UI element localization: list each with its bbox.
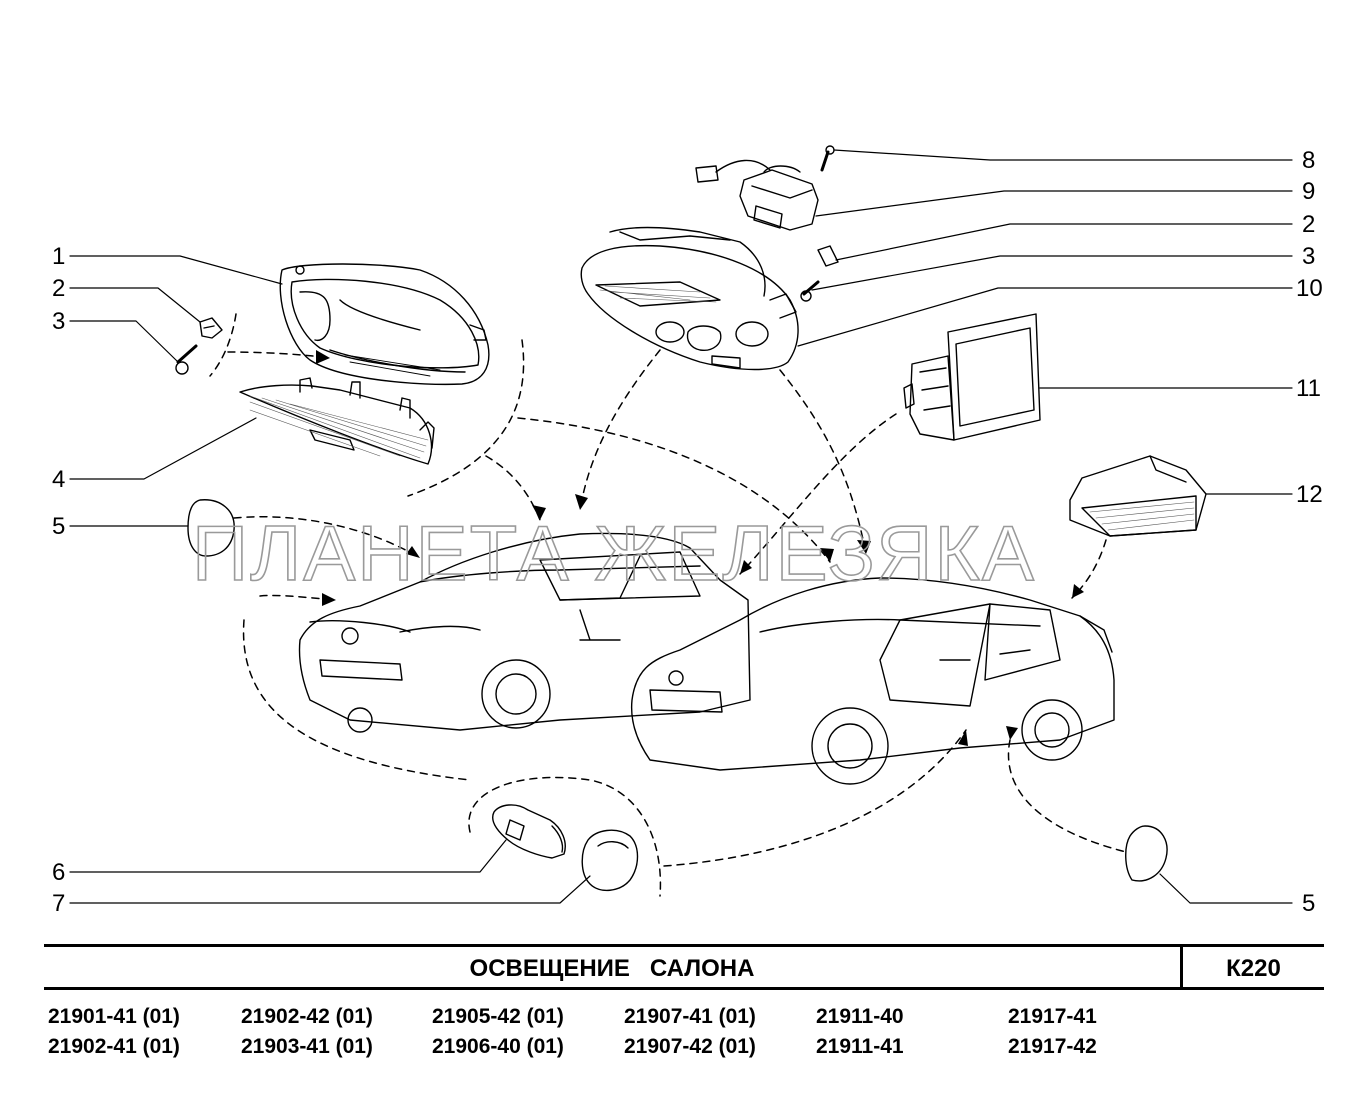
part-2-left-clip	[199, 317, 223, 339]
callout-10: 10	[1296, 275, 1323, 302]
title-block: ОСВЕЩЕНИЕ САЛОНА К220	[44, 944, 1324, 990]
callout-3-right: 3	[1302, 243, 1315, 270]
car-right	[630, 577, 1115, 785]
callout-2-left: 2	[52, 275, 65, 302]
callout-12: 12	[1296, 481, 1323, 508]
callout-8: 8	[1302, 147, 1315, 174]
callout-3-left: 3	[52, 308, 65, 335]
callout-5-left: 5	[52, 513, 65, 540]
title-divider	[1180, 947, 1183, 987]
model-column: 21911-40 21911-41	[816, 1002, 904, 1062]
model-number: 21903-41 (01)	[241, 1035, 373, 1058]
callout-2-right: 2	[1302, 211, 1315, 238]
model-column: 21902-42 (01) 21903-41 (01)	[241, 1002, 373, 1062]
part-11-dome-lamp	[903, 313, 1041, 441]
callout-5-right: 5	[1302, 890, 1315, 917]
watermark-text: ПЛАНЕТА ЖЕЛЕЗЯКА	[192, 509, 1036, 597]
routing-lines	[209, 313, 1127, 897]
model-list: 21901-41 (01) 21902-41 (01) 21902-42 (01…	[48, 1002, 1318, 1062]
part-4-lamp-lens	[239, 377, 435, 465]
callout-9: 9	[1302, 178, 1315, 205]
model-number: 21911-41	[816, 1035, 904, 1058]
model-number: 21911-40	[816, 1005, 904, 1028]
part-5-right-cap	[1125, 825, 1168, 882]
part-2-right-clip	[817, 245, 839, 267]
diagram-code: К220	[1226, 955, 1281, 982]
model-number: 21917-41	[1008, 1005, 1097, 1028]
model-number: 21907-42 (01)	[624, 1035, 756, 1058]
model-number: 21906-40 (01)	[432, 1035, 564, 1058]
callout-7: 7	[52, 890, 65, 917]
part-9-switch-module	[695, 159, 819, 231]
part-6-bulb	[492, 804, 566, 859]
part-1-lamp-housing	[279, 263, 490, 386]
model-column: 21907-41 (01) 21907-42 (01)	[624, 1002, 756, 1062]
part-7-cap	[581, 829, 639, 891]
model-number: 21902-42 (01)	[241, 1005, 373, 1028]
model-number: 21902-41 (01)	[48, 1035, 180, 1058]
diagram-title: ОСВЕЩЕНИЕ САЛОНА	[469, 955, 755, 982]
part-3-right-screw	[800, 280, 820, 302]
callout-11: 11	[1296, 375, 1321, 402]
part-10-roof-console	[580, 226, 799, 371]
callout-1: 1	[52, 243, 65, 270]
model-number: 21917-42	[1008, 1035, 1097, 1058]
part-5-left-cap	[187, 499, 235, 557]
part-3-left-screw	[175, 344, 198, 375]
parts-diagram: 1 2 3 4 5 6 7 8 9 2 3 10 11 12 5 ПЛАНЕТА…	[52, 145, 1323, 917]
model-column: 21905-42 (01) 21906-40 (01)	[432, 1002, 564, 1062]
model-number: 21905-42 (01)	[432, 1005, 564, 1028]
model-number: 21907-41 (01)	[624, 1005, 756, 1028]
car-left	[298, 532, 751, 733]
model-number: 21901-41 (01)	[48, 1005, 180, 1028]
model-column: 21901-41 (01) 21902-41 (01)	[48, 1002, 180, 1062]
callout-6: 6	[52, 859, 65, 886]
part-12-trunk-lamp	[1069, 455, 1207, 537]
routing-arrowheads	[316, 350, 1084, 746]
leader-lines	[69, 149, 1293, 904]
part-8-screw	[820, 145, 835, 172]
callout-4: 4	[52, 466, 65, 493]
model-column: 21917-41 21917-42	[1008, 1002, 1097, 1062]
